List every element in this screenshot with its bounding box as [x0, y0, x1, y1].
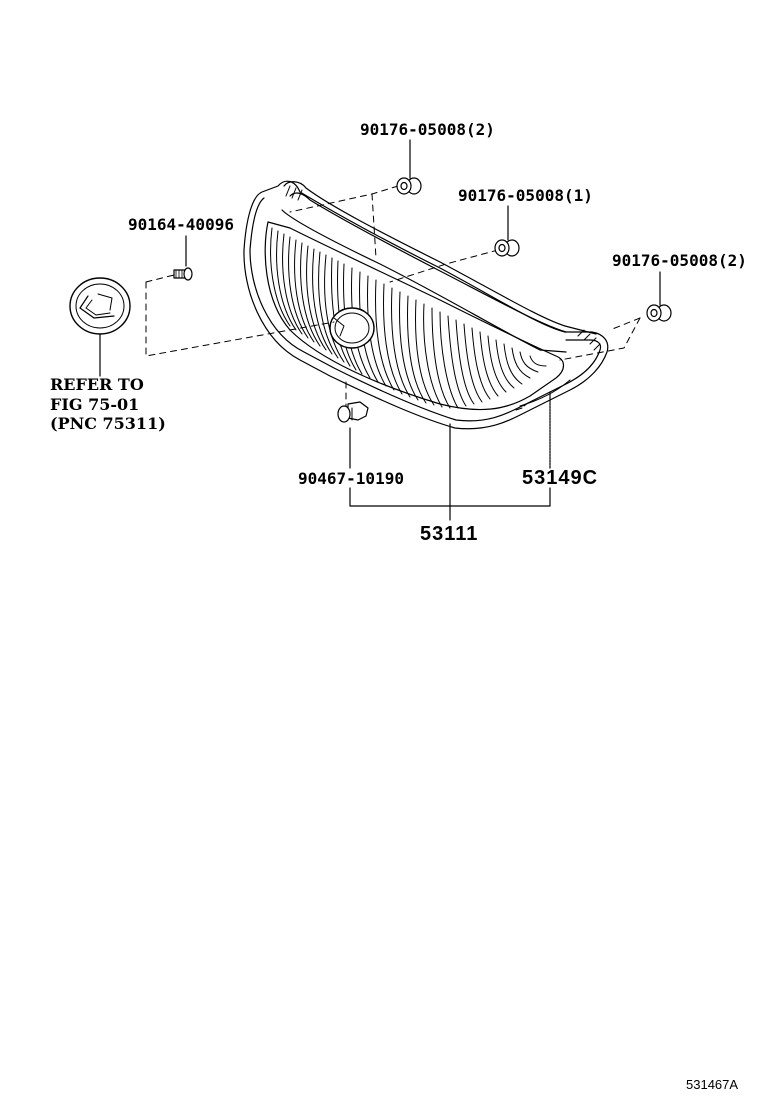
screw	[173, 267, 193, 281]
label-nut-top: 90176-05008(2)	[360, 120, 495, 139]
label-nut-upper-right: 90176-05008(1)	[458, 186, 593, 205]
label-sub-assy: 53149C	[522, 467, 599, 489]
label-grille: 53111	[420, 523, 479, 545]
clip	[337, 401, 369, 423]
reference-note-line3: (PNC 75311)	[50, 414, 166, 433]
nut-right	[646, 304, 672, 322]
reference-note-line1: REFER TO	[50, 375, 144, 394]
reference-note-line2: FIG 75-01	[50, 395, 140, 414]
label-screw: 90164-40096	[128, 215, 234, 234]
nut-upper-right	[494, 239, 520, 257]
emblem	[69, 277, 131, 335]
nut-top	[396, 177, 422, 195]
label-nut-right: 90176-05008(2)	[612, 251, 747, 270]
label-clip: 90467-10190	[298, 469, 404, 488]
grille-assembly	[243, 180, 609, 430]
figure-code: 531467A	[686, 1077, 739, 1092]
